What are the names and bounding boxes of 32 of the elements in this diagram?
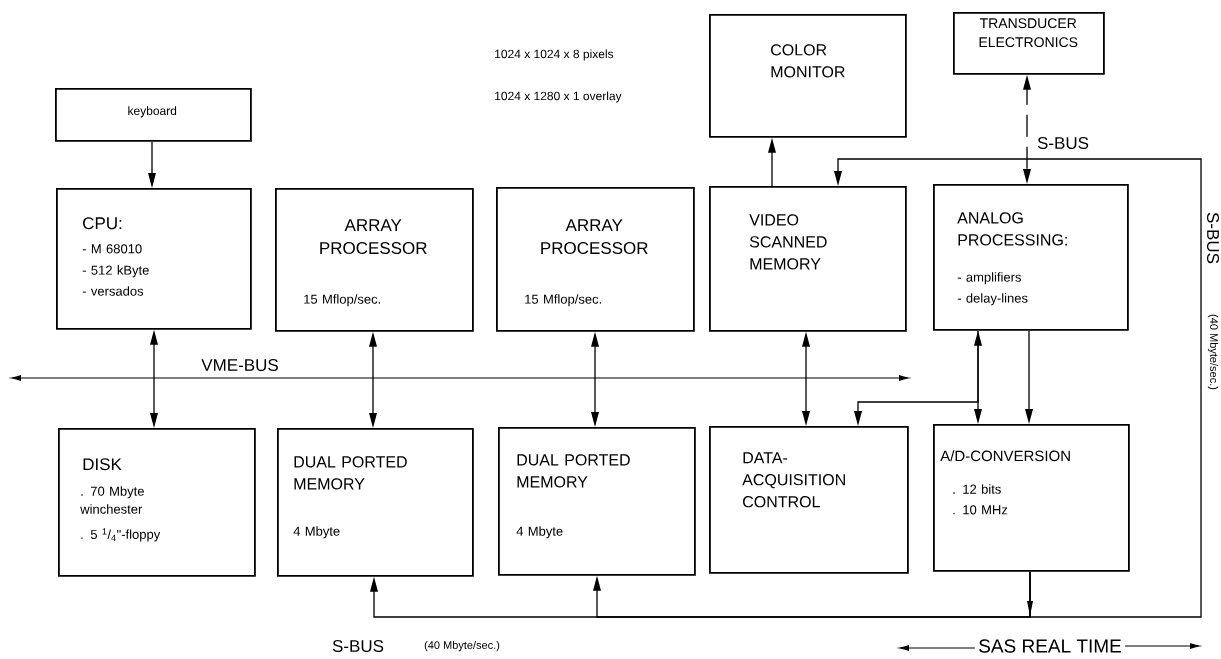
bus-label: (40 Mbyte/sec.) bbox=[424, 640, 500, 652]
process-box: DUAL PORTED MEMORY 4 Mbyte bbox=[277, 428, 474, 577]
bus-label: S-BUS bbox=[332, 640, 384, 653]
process-box: TRANSDUCER ELECTRONICS bbox=[953, 12, 1105, 75]
arrow bbox=[150, 329, 158, 428]
arrow bbox=[148, 141, 156, 188]
bus-label: 1024 x 1024 x 8 pixels bbox=[495, 49, 614, 61]
process-box: ARRAY PROCESSOR 15 Mflop/sec. bbox=[275, 188, 474, 332]
process-box: A/D-CONVERSION . 12 bits . 10 MHz bbox=[933, 424, 1130, 572]
bus-label: S-BUS bbox=[1207, 212, 1220, 264]
process-box: keyboard bbox=[55, 88, 252, 142]
bus-label: 1024 x 1280 x 1 overlay bbox=[495, 91, 622, 103]
process-box: DISK . 70 Mbyte winchester . 5 $^{1}$/$_{4}$"-floppy bbox=[58, 428, 256, 577]
process-box: ARRAY PROCESSOR 15 Mflop/sec. bbox=[496, 187, 695, 332]
arrow bbox=[591, 331, 599, 427]
bus-label: VME-BUS bbox=[201, 359, 278, 372]
arrow bbox=[834, 158, 1202, 618]
arrow bbox=[802, 331, 810, 426]
arrow bbox=[854, 330, 979, 426]
bus-label: SAS REAL TIME bbox=[979, 639, 1121, 653]
arrow bbox=[768, 137, 776, 187]
process-box: CPU: - M 68010 - 512 kByte - versados bbox=[56, 188, 252, 330]
process-box: DUAL PORTED MEMORY 4 Mbyte bbox=[498, 427, 696, 576]
process-box: VIDEO SCANNED MEMORY bbox=[709, 186, 907, 332]
arrow bbox=[369, 331, 377, 428]
arrow bbox=[1023, 74, 1031, 184]
arrow bbox=[1025, 330, 1033, 424]
process-box: ANALOG PROCESSING: - amplifiers - delay-lines bbox=[933, 184, 1129, 331]
bus-label: (40 Mbyte/sec.) bbox=[1207, 314, 1219, 390]
process-box: DATA- ACQUISITION CONTROL bbox=[709, 426, 909, 574]
bus-label: S-BUS bbox=[1037, 137, 1089, 150]
process-box: COLOR MONITOR bbox=[709, 14, 907, 138]
